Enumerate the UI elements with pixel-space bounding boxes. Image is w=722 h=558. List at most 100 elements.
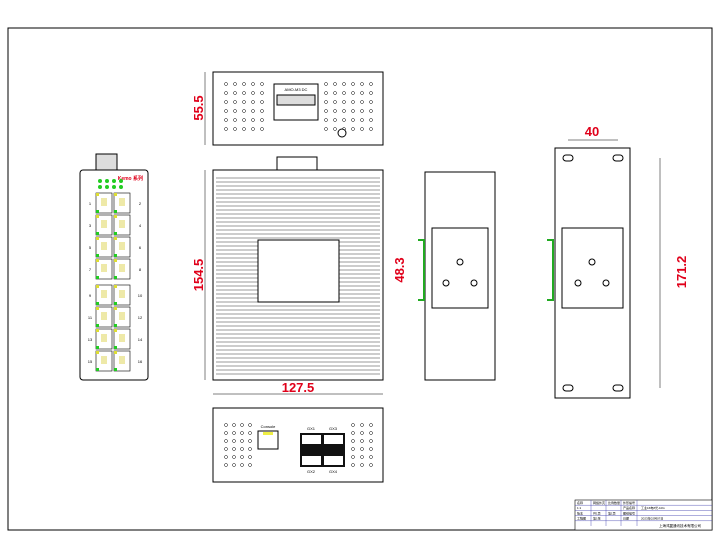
title-block-cell: 工程图: [577, 516, 586, 521]
vent-hole: [240, 447, 244, 451]
vent-hole: [251, 118, 255, 122]
title-block-cell: 日期: [623, 516, 629, 521]
vent-hole: [360, 463, 364, 467]
vent-hole: [242, 118, 246, 122]
vent-hole: [260, 91, 264, 95]
company-name: 上海鸿翼通讯技术有限公司: [659, 523, 701, 528]
vent-hole: [369, 118, 373, 122]
port-number: 15: [88, 359, 93, 364]
rj45-pins: [101, 290, 107, 298]
port-led: [114, 368, 117, 371]
title-block-cell: 比例数量: [608, 500, 620, 505]
vent-hole: [251, 100, 255, 104]
fiber-label: GX2: [307, 469, 316, 474]
vent-hole: [351, 455, 355, 459]
vent-hole: [233, 100, 237, 104]
title-block-cell: 共1页: [593, 510, 601, 515]
vent-hole: [324, 127, 328, 131]
vent-hole: [360, 82, 364, 86]
vent-hole: [224, 91, 228, 95]
status-led: [98, 185, 102, 189]
vent-hole: [369, 127, 373, 131]
dim-side-width: 127.5: [282, 380, 315, 395]
port-led: [96, 276, 99, 279]
rj45-pins: [101, 356, 107, 364]
vent-hole: [251, 91, 255, 95]
console-label: Console: [261, 424, 276, 429]
vent-hole: [224, 455, 228, 459]
rj45-pins: [119, 242, 125, 250]
screw-icon: [602, 279, 610, 287]
vent-hole: [260, 109, 264, 113]
vent-hole: [342, 91, 346, 95]
status-led: [98, 179, 102, 183]
bracket-clip: [561, 227, 624, 309]
vent-hole: [224, 82, 228, 86]
vent-hole: [333, 91, 337, 95]
vent-hole: [224, 127, 228, 131]
vent-hole: [242, 82, 246, 86]
port-number: 9: [89, 293, 92, 298]
port-led: [114, 351, 117, 354]
vent-hole: [369, 455, 373, 459]
vent-hole: [369, 439, 373, 443]
title-block-cell: 图纸编号: [623, 510, 635, 515]
screw-icon: [442, 279, 450, 287]
vent-hole: [260, 118, 264, 122]
vent-hole: [224, 109, 228, 113]
port-number: 1: [89, 201, 92, 206]
mount-slot: [612, 384, 624, 392]
rj45-pins: [101, 198, 107, 206]
vent-hole: [233, 109, 237, 113]
rj45-pins: [119, 312, 125, 320]
title-block-cell: 2023年02月07日: [641, 516, 663, 521]
title-block-cell: 版本: [577, 510, 583, 515]
vent-hole: [324, 109, 328, 113]
title-block-cell: 工业16电8光-10G: [641, 505, 665, 510]
vent-hole: [360, 447, 364, 451]
rj45-pins: [119, 264, 125, 272]
vent-hole: [351, 100, 355, 104]
fiber-label: GX4: [329, 469, 338, 474]
vent-hole: [242, 109, 246, 113]
port-led: [114, 324, 117, 327]
bottom-view-body: [212, 407, 384, 483]
port-number: 7: [89, 267, 92, 272]
vent-hole: [360, 100, 364, 104]
vent-hole: [360, 423, 364, 427]
dim-bracket-width: 40: [585, 124, 599, 139]
mount-bracket-view: [547, 147, 631, 399]
vent-hole: [248, 447, 252, 451]
vent-hole: [324, 100, 328, 104]
drawing-frame: [7, 27, 713, 531]
vent-hole: [369, 91, 373, 95]
vent-hole: [360, 109, 364, 113]
fiber-label: GX1: [307, 426, 316, 431]
port-led: [114, 254, 117, 257]
rj45-pins: [101, 312, 107, 320]
status-led: [112, 179, 116, 183]
rj45-pins: [119, 220, 125, 228]
port-led: [96, 232, 99, 235]
vent-hole: [224, 439, 228, 443]
screw-icon: [470, 279, 478, 287]
vent-hole: [248, 431, 252, 435]
fiber-port-gx2: [302, 456, 321, 465]
vent-hole: [324, 82, 328, 86]
console-pins: [263, 432, 273, 435]
mount-slot: [562, 154, 574, 162]
vent-hole: [240, 423, 244, 427]
port-led: [114, 193, 117, 196]
title-block-cell: 名称: [577, 500, 583, 505]
console-port: [257, 430, 279, 450]
port-number: 2: [139, 201, 142, 206]
screw-icon: [574, 279, 582, 287]
vent-hole: [233, 118, 237, 122]
vent-hole: [248, 455, 252, 459]
vent-hole: [233, 82, 237, 86]
port-led: [96, 210, 99, 213]
rj45-pins: [101, 264, 107, 272]
status-led: [112, 185, 116, 189]
vent-hole: [260, 127, 264, 131]
ground-screw-icon: [337, 128, 347, 138]
